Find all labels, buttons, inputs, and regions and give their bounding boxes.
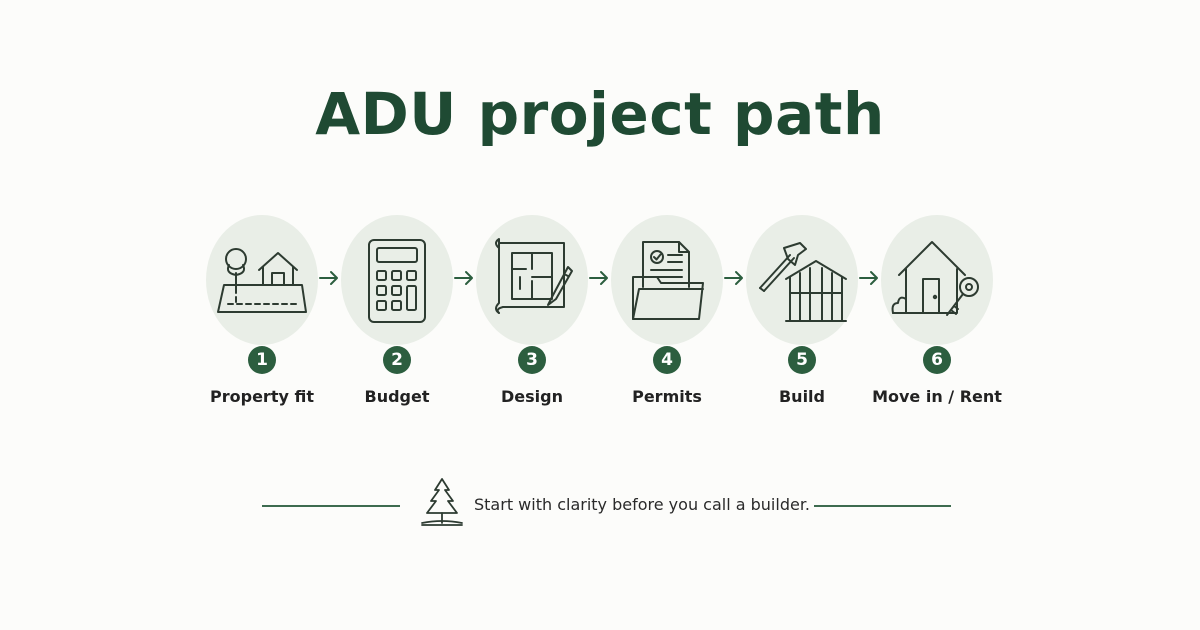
hammer-house-frame-icon: [759, 242, 847, 322]
step-number: 1: [248, 346, 276, 374]
step-icon-circle: [476, 215, 588, 345]
step-icon-circle: [746, 215, 858, 345]
footer-tagline: Start with clarity before you call a bui…: [474, 495, 811, 514]
footer-divider-right: [814, 505, 951, 507]
step-property-fit: 1 Property fit: [187, 215, 337, 415]
arrow-right-icon: [723, 270, 745, 286]
pine-tree-icon: [418, 476, 466, 528]
permit-folder-icon: [632, 241, 704, 320]
step-label: Design: [501, 387, 563, 406]
property-lot-icon: [217, 248, 307, 313]
step-icon-circle: [206, 215, 318, 345]
step-design: 3 Design: [457, 215, 607, 415]
step-label: Permits: [632, 387, 702, 406]
house-key-icon: [891, 241, 979, 316]
arrow-right-icon: [588, 270, 610, 286]
step-budget: 2 Budget: [322, 215, 472, 415]
step-number: 3: [518, 346, 546, 374]
calculator-icon: [368, 239, 426, 323]
step-move-in-rent: 6 Move in / Rent: [862, 215, 1012, 415]
footer-divider-left: [262, 505, 400, 507]
step-number: 4: [653, 346, 681, 374]
step-icon-circle: [881, 215, 993, 345]
step-build: 5 Build: [727, 215, 877, 415]
step-icon-circle: [611, 215, 723, 345]
step-label: Build: [778, 387, 825, 406]
arrow-right-icon: [858, 270, 880, 286]
blueprint-icon: [495, 238, 573, 314]
step-label: Property fit: [210, 387, 314, 406]
page-title: ADU project path: [315, 80, 885, 148]
arrow-right-icon: [453, 270, 475, 286]
step-number: 6: [923, 346, 951, 374]
step-number: 5: [788, 346, 816, 374]
step-permits: 4 Permits: [592, 215, 742, 415]
step-label: Budget: [364, 387, 430, 406]
step-number: 2: [383, 346, 411, 374]
step-label: Move in / Rent: [872, 387, 1002, 406]
arrow-right-icon: [318, 270, 340, 286]
step-icon-circle: [341, 215, 453, 345]
